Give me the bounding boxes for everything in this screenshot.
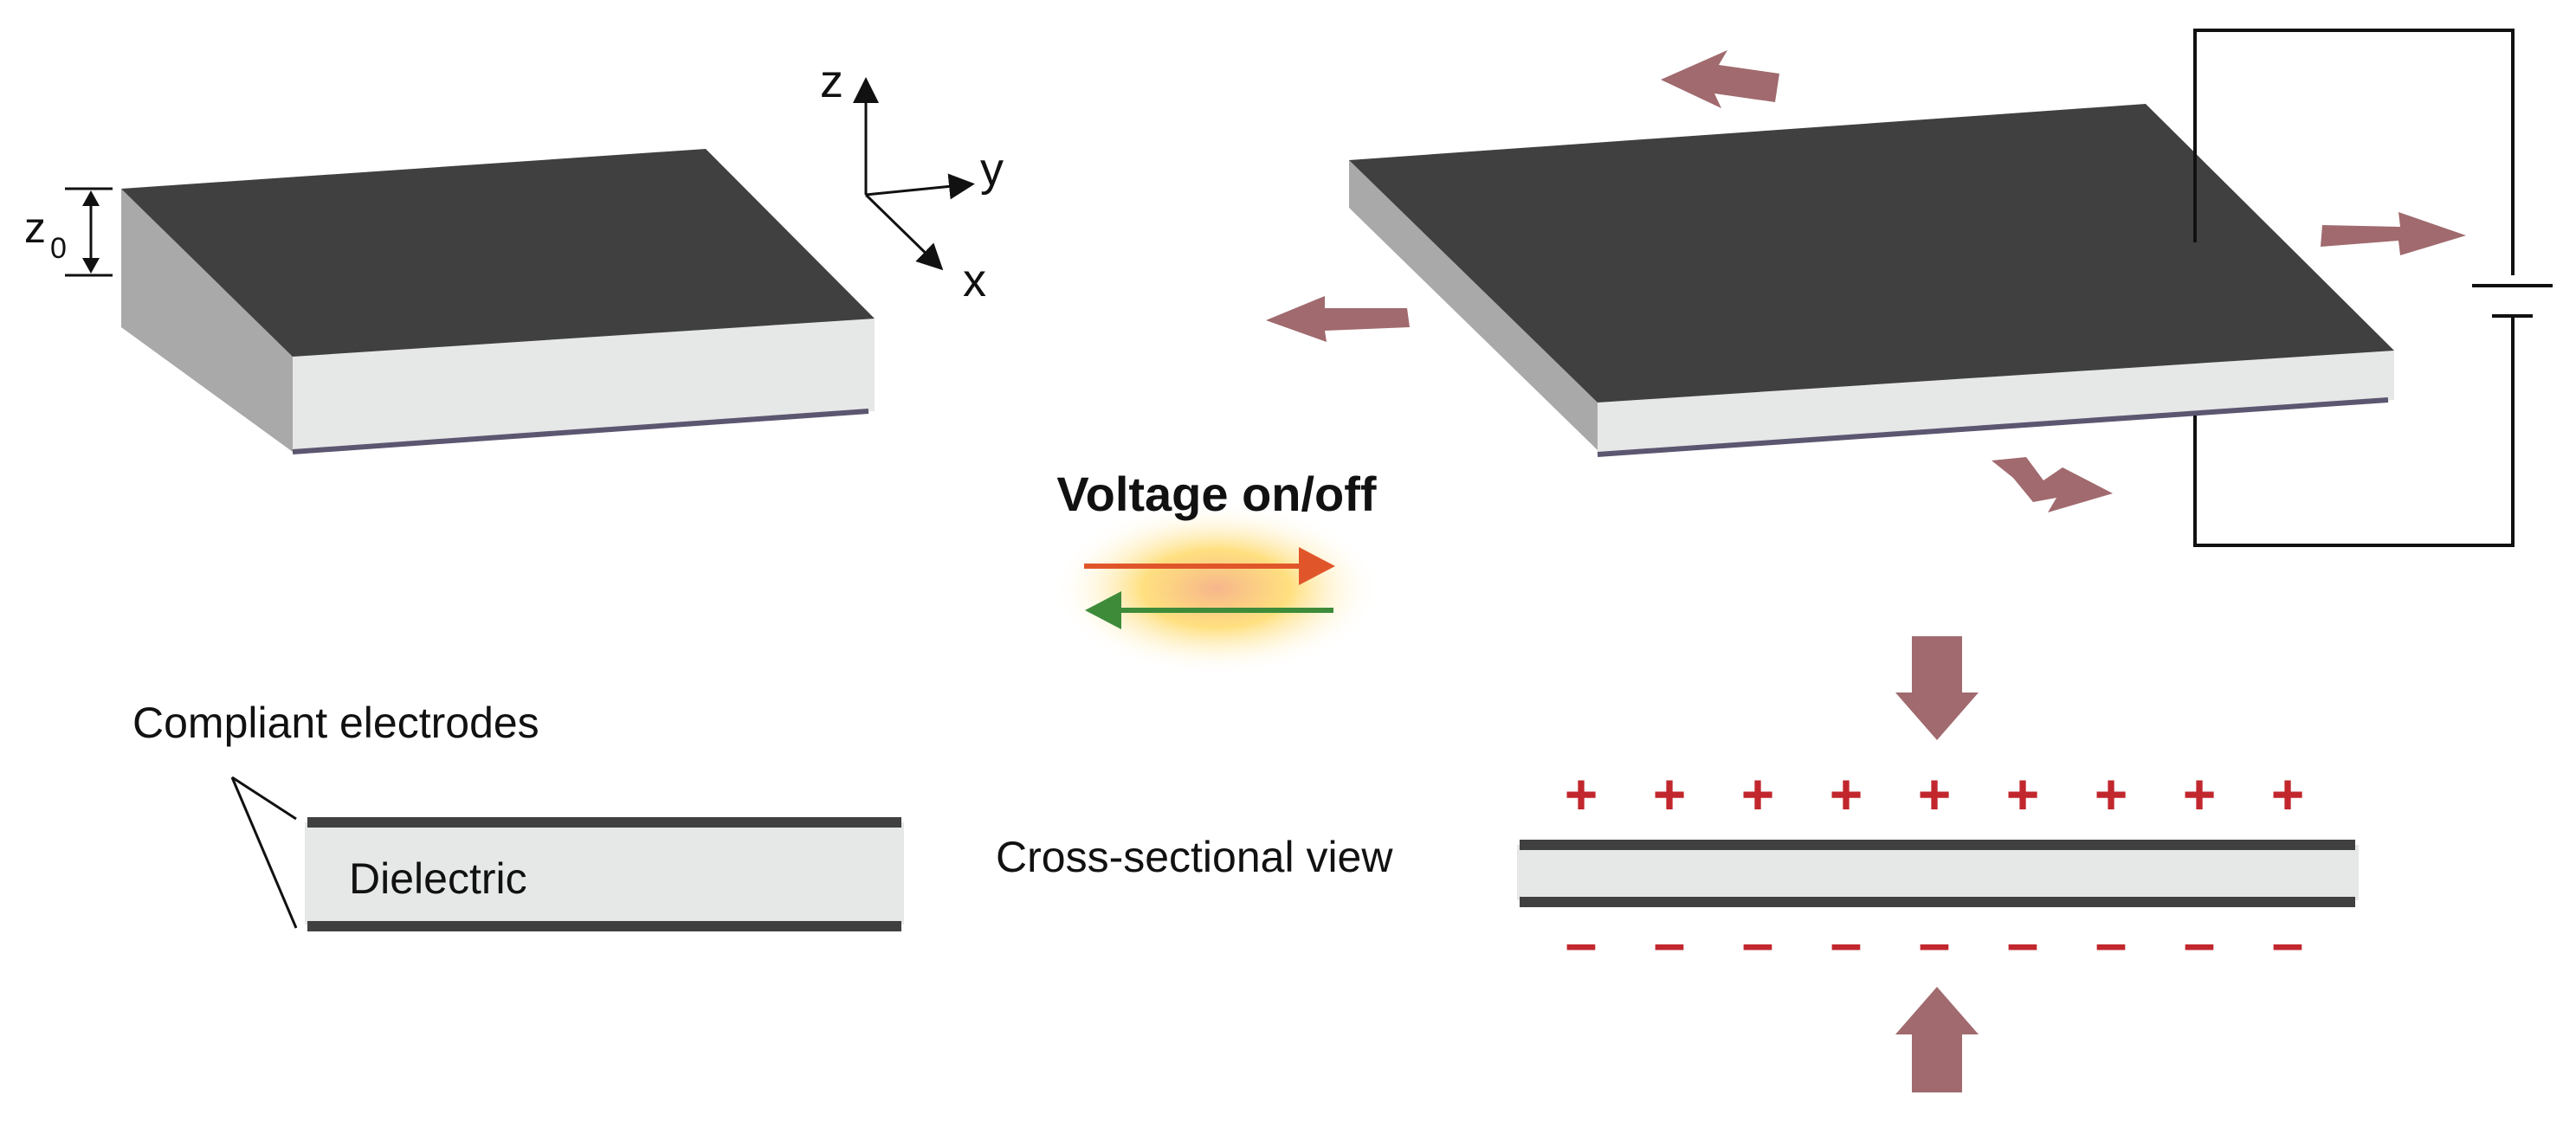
- negative-charge: –: [2272, 911, 2304, 975]
- glow: [1052, 502, 1381, 675]
- compliant-electrodes-label: Compliant electrodes: [132, 699, 539, 747]
- negative-charge: –: [1654, 911, 1686, 975]
- voltage-circuit: [2193, 29, 2553, 547]
- slab-relaxed-side: [121, 189, 293, 452]
- charged-cross-section: +++++++++ –––––––––: [1517, 636, 2359, 1092]
- positive-charge: +: [1741, 762, 1775, 826]
- negative-charge: –: [2095, 911, 2127, 975]
- leader-line-top: [231, 776, 297, 821]
- positive-charge: +: [1918, 762, 1952, 826]
- voltage-off-arrowhead: [1085, 591, 1121, 629]
- top-electrode: [307, 817, 901, 828]
- negative-charge: –: [1919, 911, 1951, 975]
- positive-charge: +: [2271, 762, 2305, 826]
- thickness-label: z: [24, 203, 46, 252]
- circuit-wire-bottom: [2193, 316, 2515, 547]
- negative-charge: –: [2184, 911, 2216, 975]
- voltage-on-arrowhead: [1299, 547, 1335, 585]
- circuit-wire-top: [2193, 29, 2515, 275]
- layer-schematic: Compliant electrodes Dielectric: [132, 699, 904, 931]
- voltage-toggle: Voltage on/off: [1052, 467, 1381, 675]
- positive-charge: +: [1565, 762, 1598, 826]
- y-axis: [865, 173, 975, 200]
- bottom-electrode: [307, 921, 901, 931]
- dielectric-label: Dielectric: [349, 854, 527, 903]
- positive-charge: +: [1830, 762, 1863, 826]
- positive-charge: +: [2006, 762, 2040, 826]
- slab-expanded: [1349, 104, 2394, 457]
- expansion-arrows: [1266, 50, 2466, 512]
- slab-expanded-top-electrode: [1349, 104, 2394, 403]
- charged-dielectric-layer: [1517, 845, 2359, 900]
- expansion-arrow-right-visible: [2321, 212, 2466, 255]
- positive-charges: + + + + + + + + +: [1565, 762, 2305, 826]
- cross-section-label: Cross-sectional view: [996, 833, 1393, 881]
- y-axis-label: y: [980, 144, 1004, 196]
- slab-expanded-side: [1349, 160, 1598, 450]
- leader-line-bottom: [230, 776, 298, 929]
- negative-charge: –: [1830, 911, 1863, 975]
- thickness-subscript: 0: [50, 232, 67, 265]
- charged-bottom-electrode: [1520, 897, 2355, 907]
- charged-top-electrode: [1520, 840, 2355, 850]
- negative-charge: –: [1566, 911, 1598, 975]
- x-axis: [864, 193, 944, 271]
- x-axis-label: x: [963, 254, 986, 306]
- positive-charge: +: [2183, 762, 2217, 826]
- compression-arrow-top: [1895, 636, 1979, 740]
- slab-relaxed: [121, 149, 875, 454]
- coordinate-axes: z y x: [820, 55, 1004, 306]
- compression-arrow-bottom: [1895, 987, 1979, 1092]
- negative-charge: –: [1742, 911, 1774, 975]
- expansion-arrow-back: [1661, 50, 1779, 108]
- thickness-dimension: z 0: [24, 187, 113, 277]
- dielectric-layer: [305, 822, 904, 925]
- positive-charge: +: [2095, 762, 2128, 826]
- slab-relaxed-bottom-electrode: [292, 409, 869, 454]
- positive-charge: +: [1653, 762, 1687, 826]
- slab-relaxed-top-electrode: [121, 149, 875, 357]
- voltage-label: Voltage on/off: [1056, 467, 1376, 521]
- slab-expanded-bottom-electrode: [1597, 397, 2389, 457]
- expansion-arrow-left: [1266, 296, 1410, 342]
- negative-charge: –: [2007, 911, 2039, 975]
- negative-charges: –––––––––: [1566, 911, 2304, 975]
- slab-expanded-front: [1598, 351, 2394, 454]
- expansion-arrow-front: [1992, 457, 2113, 512]
- z-axis-label: z: [820, 55, 843, 107]
